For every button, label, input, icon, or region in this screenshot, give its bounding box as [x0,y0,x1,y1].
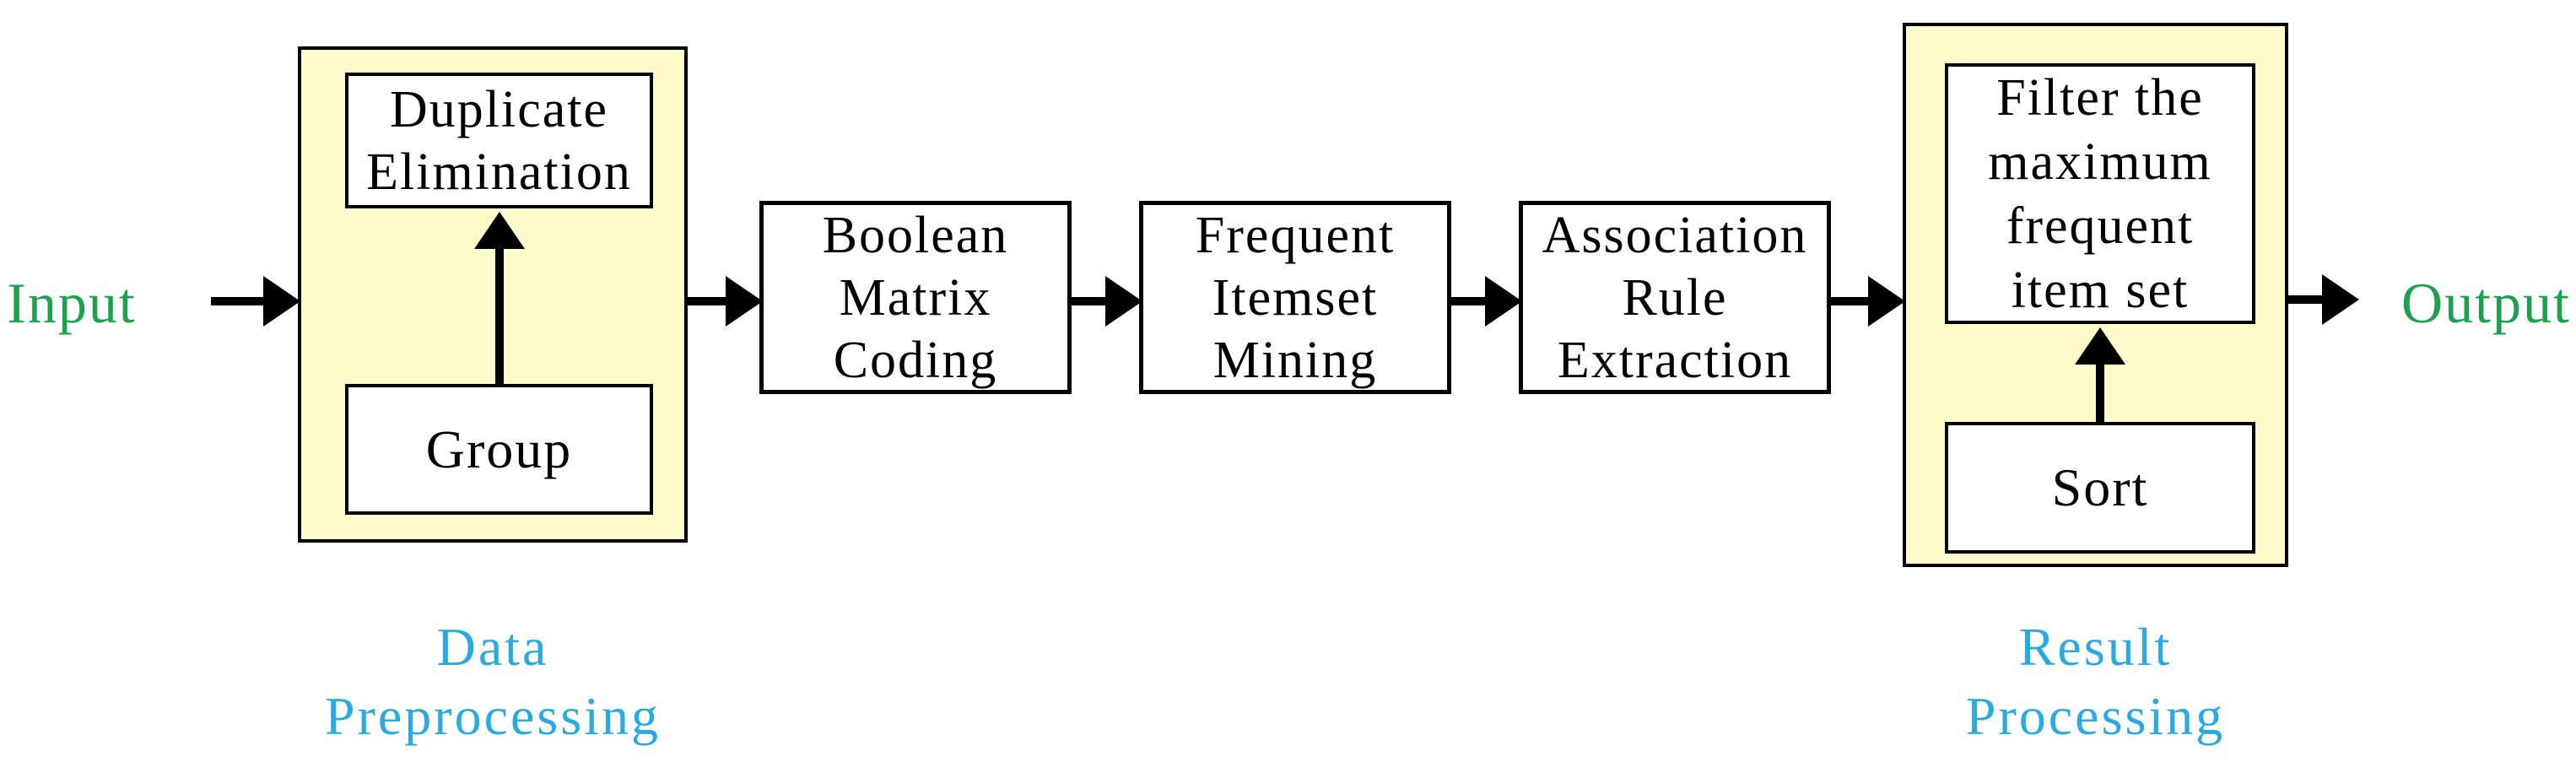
arrow-shaft [2096,361,2104,422]
result-group-container: Filter the maximum frequent item set Sor… [1903,23,2288,567]
filter-maximum-frequent-itemset-label: Filter the maximum frequent item set [1988,66,2211,322]
step1-line2: Matrix [839,268,992,327]
association-rule-extraction-label: Association Rule Extraction [1542,204,1808,392]
association-rule-extraction-box: Association Rule Extraction [1519,201,1831,394]
arrow-shaft [211,297,267,305]
duplicate-elimination-label: Duplicate Elimination [366,78,632,203]
duplicate-line2: Elimination [366,143,632,201]
step2-line2: Itemset [1212,268,1379,327]
arrow-shaft [2288,295,2327,304]
step1-line3: Coding [833,331,998,389]
arrow-shaft [688,297,730,305]
arrow-shaft [1072,297,1110,305]
arrow-head-icon [2322,274,2359,325]
sort-label: Sort [2051,457,2149,517]
result-caption-line2: Processing [1965,686,2226,746]
preprocessing-group-container: Duplicate Elimination Group [298,46,688,543]
frequent-itemset-mining-label: Frequent Itemset Mining [1196,204,1395,392]
data-preprocessing-caption: Data Preprocessing [298,613,688,751]
step3-line1: Association [1542,206,1808,264]
result-processing-caption: Result Processing [1903,613,2288,751]
filter-line3: frequent [2006,197,2195,255]
frequent-itemset-mining-box: Frequent Itemset Mining [1139,201,1451,394]
step2-line3: Mining [1212,331,1378,389]
filter-line2: maximum [1988,132,2212,191]
input-label: Input [7,271,137,335]
preprocessing-caption-line1: Data [436,617,549,677]
duplicate-line1: Duplicate [389,80,608,138]
duplicate-elimination-box: Duplicate Elimination [345,73,653,208]
step2-line1: Frequent [1195,206,1396,264]
filter-maximum-frequent-itemset-box: Filter the maximum frequent item set [1945,63,2255,324]
arrow-head-icon [726,276,763,327]
group-label: Group [425,419,573,479]
boolean-matrix-coding-label: Boolean Matrix Coding [823,204,1009,392]
arrow-head-icon [1105,276,1142,327]
group-box: Group [345,384,653,515]
step3-line3: Extraction [1557,331,1793,389]
step3-line2: Rule [1622,268,1728,327]
boolean-matrix-coding-box: Boolean Matrix Coding [759,201,1072,394]
preprocessing-caption-line2: Preprocessing [324,686,662,746]
result-caption-line1: Result [2018,617,2173,677]
arrow-head-icon [1868,276,1905,327]
filter-line4: item set [2011,261,2190,319]
arrow-head-icon [1485,276,1522,327]
arrow-head-icon [474,212,525,249]
arrow-head-icon [2075,327,2125,365]
arrow-shaft [495,246,504,384]
output-label: Output [2401,271,2571,335]
sort-box: Sort [1945,422,2255,554]
filter-line1: Filter the [1996,68,2204,127]
arrow-head-icon [263,276,300,327]
arrow-shaft [1451,297,1490,305]
arrow-shaft [1831,297,1873,305]
step1-line1: Boolean [822,206,1009,264]
